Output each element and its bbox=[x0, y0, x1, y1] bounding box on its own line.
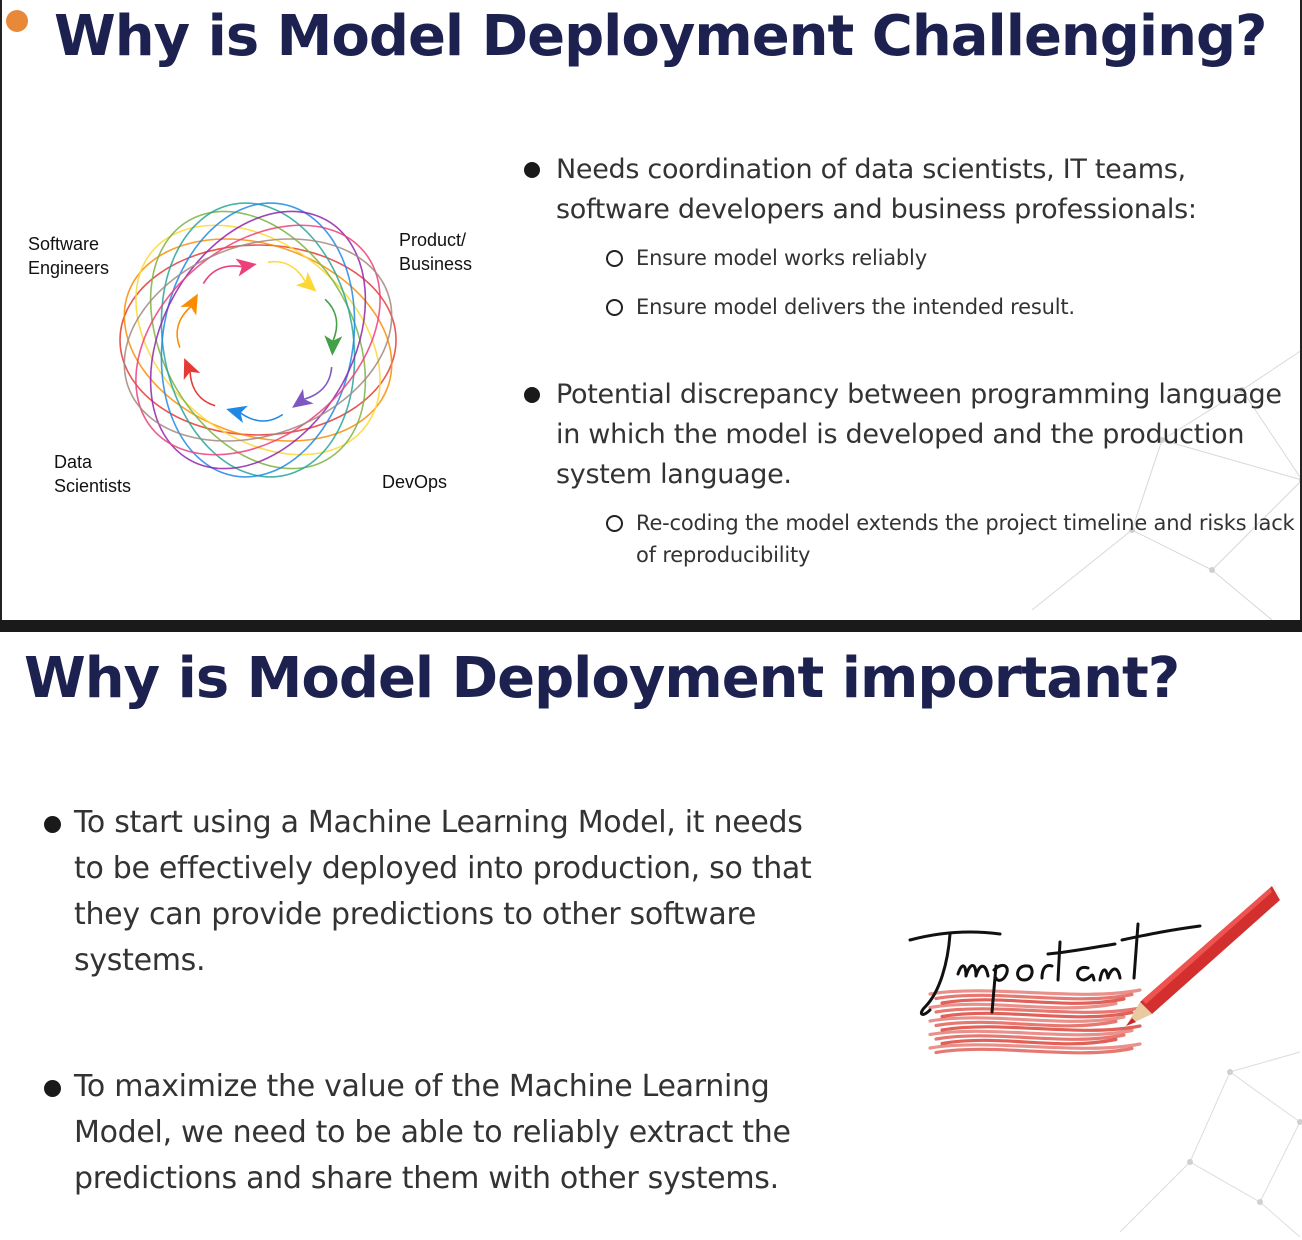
network-background-decoration bbox=[1119, 1051, 1302, 1238]
sub-bullet-marker bbox=[606, 250, 623, 267]
scribble-stroke bbox=[934, 992, 1134, 1001]
ring-ellipse bbox=[149, 210, 367, 470]
ring-ellipse bbox=[160, 202, 356, 478]
cycle-arrow-icon bbox=[176, 293, 198, 348]
interlocking-rings bbox=[119, 202, 397, 478]
bullet-dot bbox=[524, 162, 540, 178]
ring-ellipse bbox=[160, 202, 356, 478]
ring-ellipse bbox=[123, 238, 393, 442]
slide-important: Why is Model Deployment important? To st… bbox=[0, 632, 1302, 1240]
slide2-bullet-list: To start using a Machine Learning Model,… bbox=[44, 800, 834, 1202]
slide1-bullet-list: Needs coordination of data scientists, I… bbox=[524, 150, 1295, 588]
bullet-text: To start using a Machine Learning Model,… bbox=[74, 805, 812, 978]
ring-ellipse bbox=[149, 210, 367, 470]
sub-bullet-list: Re-coding the model extends the project … bbox=[606, 507, 1296, 571]
slide1-title: Why is Model Deployment Challenging? bbox=[54, 4, 1268, 69]
scribble-stroke bbox=[934, 1033, 1126, 1041]
sub-bullet-text: Ensure model works reliably bbox=[636, 246, 927, 270]
bullet-maximize-value: To maximize the value of the Machine Lea… bbox=[44, 1064, 834, 1202]
bullet-language-discrepancy: Potential discrepancy between programmin… bbox=[524, 375, 1296, 571]
bullet-dot bbox=[44, 1080, 61, 1097]
bullet-dot bbox=[524, 387, 540, 403]
scribble-stroke bbox=[928, 1042, 1142, 1050]
red-scribble bbox=[928, 988, 1142, 1055]
scribble-stroke bbox=[934, 1046, 1134, 1055]
cycle-arrow-icon bbox=[183, 358, 216, 407]
scribble-stroke bbox=[940, 1010, 1134, 1019]
slide-challenging: Why is Model Deployment Challenging? Sof… bbox=[0, 0, 1302, 620]
pencil-icon bbox=[1126, 884, 1280, 1026]
bullet-start-using-model: To start using a Machine Learning Model,… bbox=[44, 800, 834, 984]
scribble-stroke bbox=[934, 1006, 1142, 1014]
sub-bullet: Ensure model delivers the intended resul… bbox=[606, 291, 1284, 323]
bullet-text: Needs coordination of data scientists, I… bbox=[556, 154, 1197, 225]
label-software-engineers: Software Engineers bbox=[28, 234, 110, 278]
cycle-arrow-icon bbox=[267, 260, 317, 292]
sub-bullet: Ensure model works reliably bbox=[606, 242, 1284, 274]
handwritten-important-word bbox=[908, 922, 1202, 1016]
scribble-stroke bbox=[940, 997, 1126, 1005]
ring-ellipse bbox=[135, 224, 381, 456]
scribble-stroke bbox=[940, 1024, 1142, 1032]
sub-bullet: Re-coding the model extends the project … bbox=[606, 507, 1296, 571]
important-pencil-illustration bbox=[908, 884, 1280, 1055]
ring-ellipse bbox=[135, 224, 381, 456]
label-data-scientists: Data Scientists bbox=[54, 452, 132, 496]
network-background-decoration bbox=[1031, 350, 1300, 620]
label-devops: DevOps bbox=[382, 472, 448, 492]
sub-bullet-marker bbox=[606, 299, 623, 316]
scribble-stroke bbox=[928, 1001, 1118, 1010]
scribble-stroke bbox=[940, 1037, 1118, 1046]
bullet-dot bbox=[44, 816, 61, 833]
cycle-arrow-icon bbox=[292, 367, 333, 408]
cycle-arrow-icon bbox=[226, 405, 284, 424]
ring-ellipse bbox=[119, 244, 397, 436]
cycle-arrow-icon bbox=[324, 298, 343, 356]
sub-bullet-text: Re-coding the model extends the project … bbox=[636, 511, 1295, 567]
label-product-business: Product/ Business bbox=[399, 230, 473, 274]
sub-bullet-text: Ensure model delivers the intended resul… bbox=[636, 295, 1075, 319]
cycle-arrow-icon bbox=[202, 258, 257, 285]
accent-dot bbox=[6, 10, 28, 32]
scribble-stroke bbox=[928, 1015, 1126, 1023]
sub-bullet-list: Ensure model works reliably Ensure model… bbox=[606, 242, 1284, 323]
scribble-stroke bbox=[928, 1028, 1134, 1037]
sub-bullet-marker bbox=[606, 515, 623, 532]
bullet-text: To maximize the value of the Machine Lea… bbox=[74, 1069, 791, 1196]
scribble-stroke bbox=[934, 1019, 1118, 1028]
bullet-text: Potential discrepancy between programmin… bbox=[556, 379, 1282, 490]
team-roles-diagram: Software Engineers Product/ Business Dat… bbox=[22, 170, 502, 510]
slide2-title: Why is Model Deployment important? bbox=[24, 646, 1180, 711]
scribble-stroke bbox=[928, 988, 1142, 996]
ring-ellipse bbox=[123, 238, 393, 442]
bullet-coordination: Needs coordination of data scientists, I… bbox=[524, 150, 1284, 323]
